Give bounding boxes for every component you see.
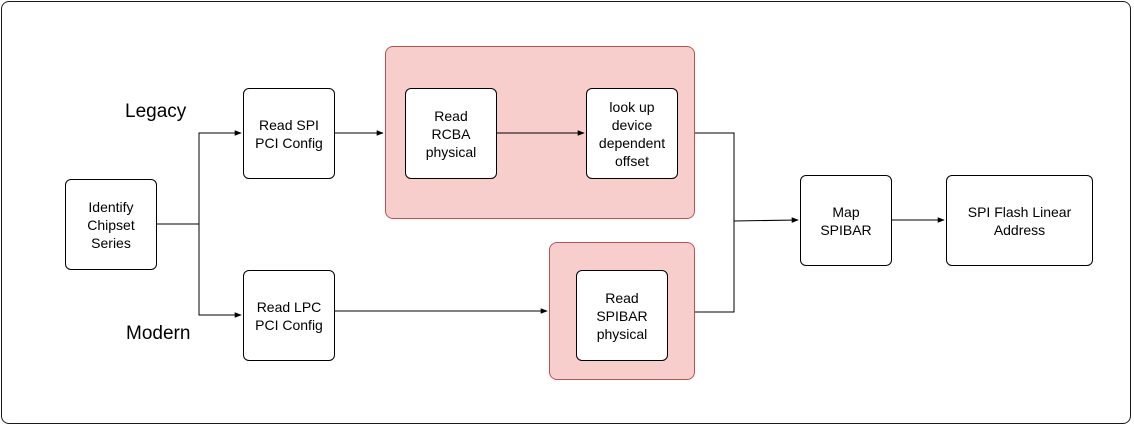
edge-merge-to-map: [733, 217, 799, 223]
read-spibar-physical-node[interactable]: Read SPIBAR physical: [576, 270, 668, 361]
read-lpc-pci-config-node[interactable]: Read LPC PCI Config: [243, 270, 335, 361]
edge-split-to-lpc: [198, 224, 242, 318]
lookup-offset-node[interactable]: look up device dependent offset: [586, 88, 678, 179]
spi-flash-linear-address-node[interactable]: SPI Flash Linear Address: [946, 175, 1093, 266]
map-spibar-node[interactable]: Map SPIBAR: [800, 175, 892, 266]
edge-legacy-to-merge: [695, 132, 735, 221]
read-spi-pci-config-node[interactable]: Read SPI PCI Config: [243, 88, 335, 179]
legacy-label: Legacy: [125, 101, 187, 122]
edge-split-to-spi: [198, 130, 242, 224]
read-rcba-physical-node[interactable]: Read RCBA physical: [405, 88, 497, 179]
edge-modern-to-merge: [695, 221, 735, 313]
identify-chipset-node[interactable]: Identify Chipset Series: [65, 179, 157, 270]
modern-label: Modern: [126, 323, 191, 344]
